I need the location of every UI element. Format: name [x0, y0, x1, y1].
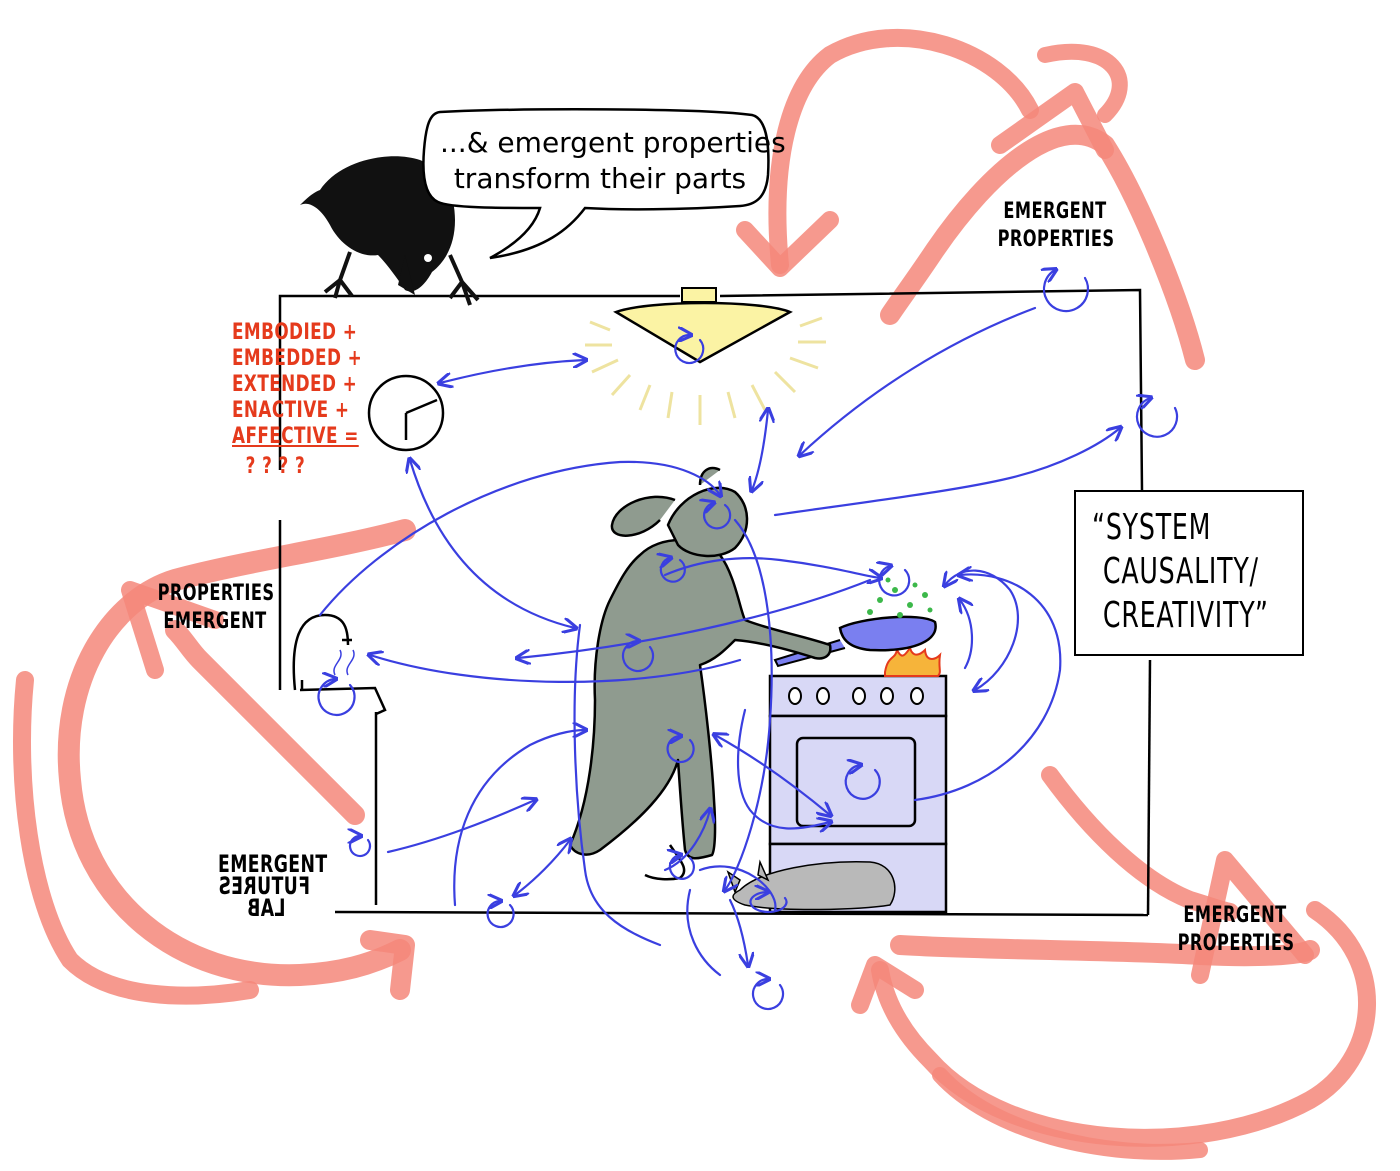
speech-text: ...& emergent properties transform their… — [440, 125, 786, 197]
burner-flame — [884, 645, 942, 677]
cat — [726, 859, 896, 911]
loop-marker-sink — [317, 679, 356, 717]
loop-marker-oven — [844, 765, 881, 800]
loop-marker-floor-left — [486, 901, 515, 929]
loop-arrow-left — [57, 519, 416, 987]
equation-term: ENACTIVE + — [232, 398, 350, 423]
speech-bubble — [422, 108, 770, 260]
system-line-3: CREATIVITY” — [1102, 595, 1269, 636]
interaction-arrows — [318, 306, 1120, 977]
loop-marker-belly — [621, 641, 655, 673]
equation-term: EMBODIED + — [232, 320, 358, 345]
logo-line-3: LAB — [246, 894, 286, 922]
loop-marker-top-right — [1044, 270, 1090, 313]
loop-marker-cat — [749, 892, 788, 914]
logo-line-1: EMERGENT — [218, 850, 328, 878]
loop-marker-feet — [670, 855, 695, 880]
equation-term: AFFECTIVE = — [232, 424, 359, 449]
crow — [300, 156, 480, 306]
loop-arrow-bottom-right — [890, 935, 1320, 967]
room-outline — [278, 288, 1152, 917]
speech-line-1: ...& emergent properties — [440, 126, 786, 159]
emergent-feedback-loops — [13, 28, 1377, 1160]
wall-clock — [367, 374, 445, 452]
equation-term: EXTENDED + — [232, 372, 358, 397]
loop-arrow-top-b — [768, 28, 1039, 274]
loop-markers — [317, 270, 1179, 1011]
loop-arrow-top — [880, 124, 1205, 370]
equation-result: ? ? ? ? — [245, 454, 306, 479]
loop-marker-right — [1137, 398, 1179, 438]
loop-marker-pan — [879, 566, 911, 597]
system-line-1: “SYSTEM — [1092, 507, 1212, 548]
loop-marker-head — [704, 503, 732, 530]
label-emergent-properties-bottom-right: EMERGENT PROPERTIES — [1177, 903, 1295, 956]
system-causality-box: “SYSTEM CAUSALITY/ CREATIVITY” — [1074, 490, 1304, 656]
speech-line-2: transform their parts — [453, 162, 747, 195]
label-emergent-properties-top-right: EMERGENT PROPERTIES — [997, 199, 1115, 252]
loop-marker-bottom — [751, 979, 785, 1011]
loop-marker-legs — [666, 736, 695, 764]
sink — [292, 613, 387, 716]
embodied-equation: EMBODIED + EMBEDDED + EXTENDED + ENACTIV… — [232, 320, 362, 480]
ceiling-lamp — [585, 287, 826, 425]
loop-marker-wall — [350, 836, 372, 858]
system-line-2: CAUSALITY/ — [1102, 551, 1259, 592]
equation-term: EMBEDDED + — [232, 346, 363, 371]
emergent-futures-lab-logo: EMERGENT FUTURES LAB — [218, 850, 328, 922]
label-properties-emergent-left: PROPERTIES EMERGENT — [157, 581, 275, 634]
loop-marker-chest — [661, 558, 686, 583]
loop-marker-lamp — [674, 335, 705, 365]
cook-figure — [568, 466, 832, 881]
